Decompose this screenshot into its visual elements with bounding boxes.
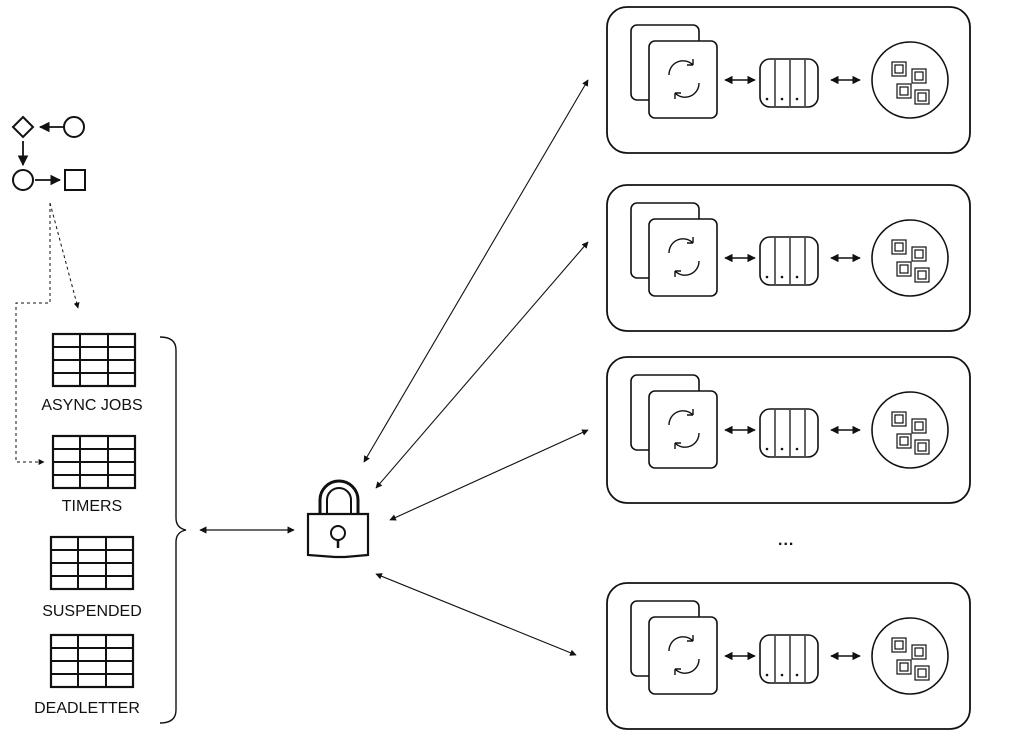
worker-node-1 <box>606 6 971 154</box>
lock-worker-arrows <box>363 79 589 656</box>
table-icon-timers <box>51 434 137 490</box>
table-label-suspended: SUSPENDED <box>42 603 142 620</box>
padlock-icon <box>306 479 370 559</box>
more-workers-ellipsis: ... <box>778 532 795 549</box>
grouping-bracket <box>159 336 187 724</box>
worker-node-4 <box>606 582 971 730</box>
table-icon-deadletter <box>49 633 135 689</box>
process-model-icon <box>11 115 86 191</box>
table-label-timers: TIMERS <box>61 498 123 515</box>
table-icon-async-jobs <box>51 332 137 388</box>
dashed-connector <box>15 202 80 465</box>
table-icon-suspended <box>49 535 135 591</box>
table-label-deadletter: DEADLETTER <box>34 700 140 717</box>
table-label-async-jobs: ASYNC JOBS <box>41 397 143 414</box>
worker-node-3 <box>606 356 971 504</box>
worker-node-2 <box>606 184 971 332</box>
